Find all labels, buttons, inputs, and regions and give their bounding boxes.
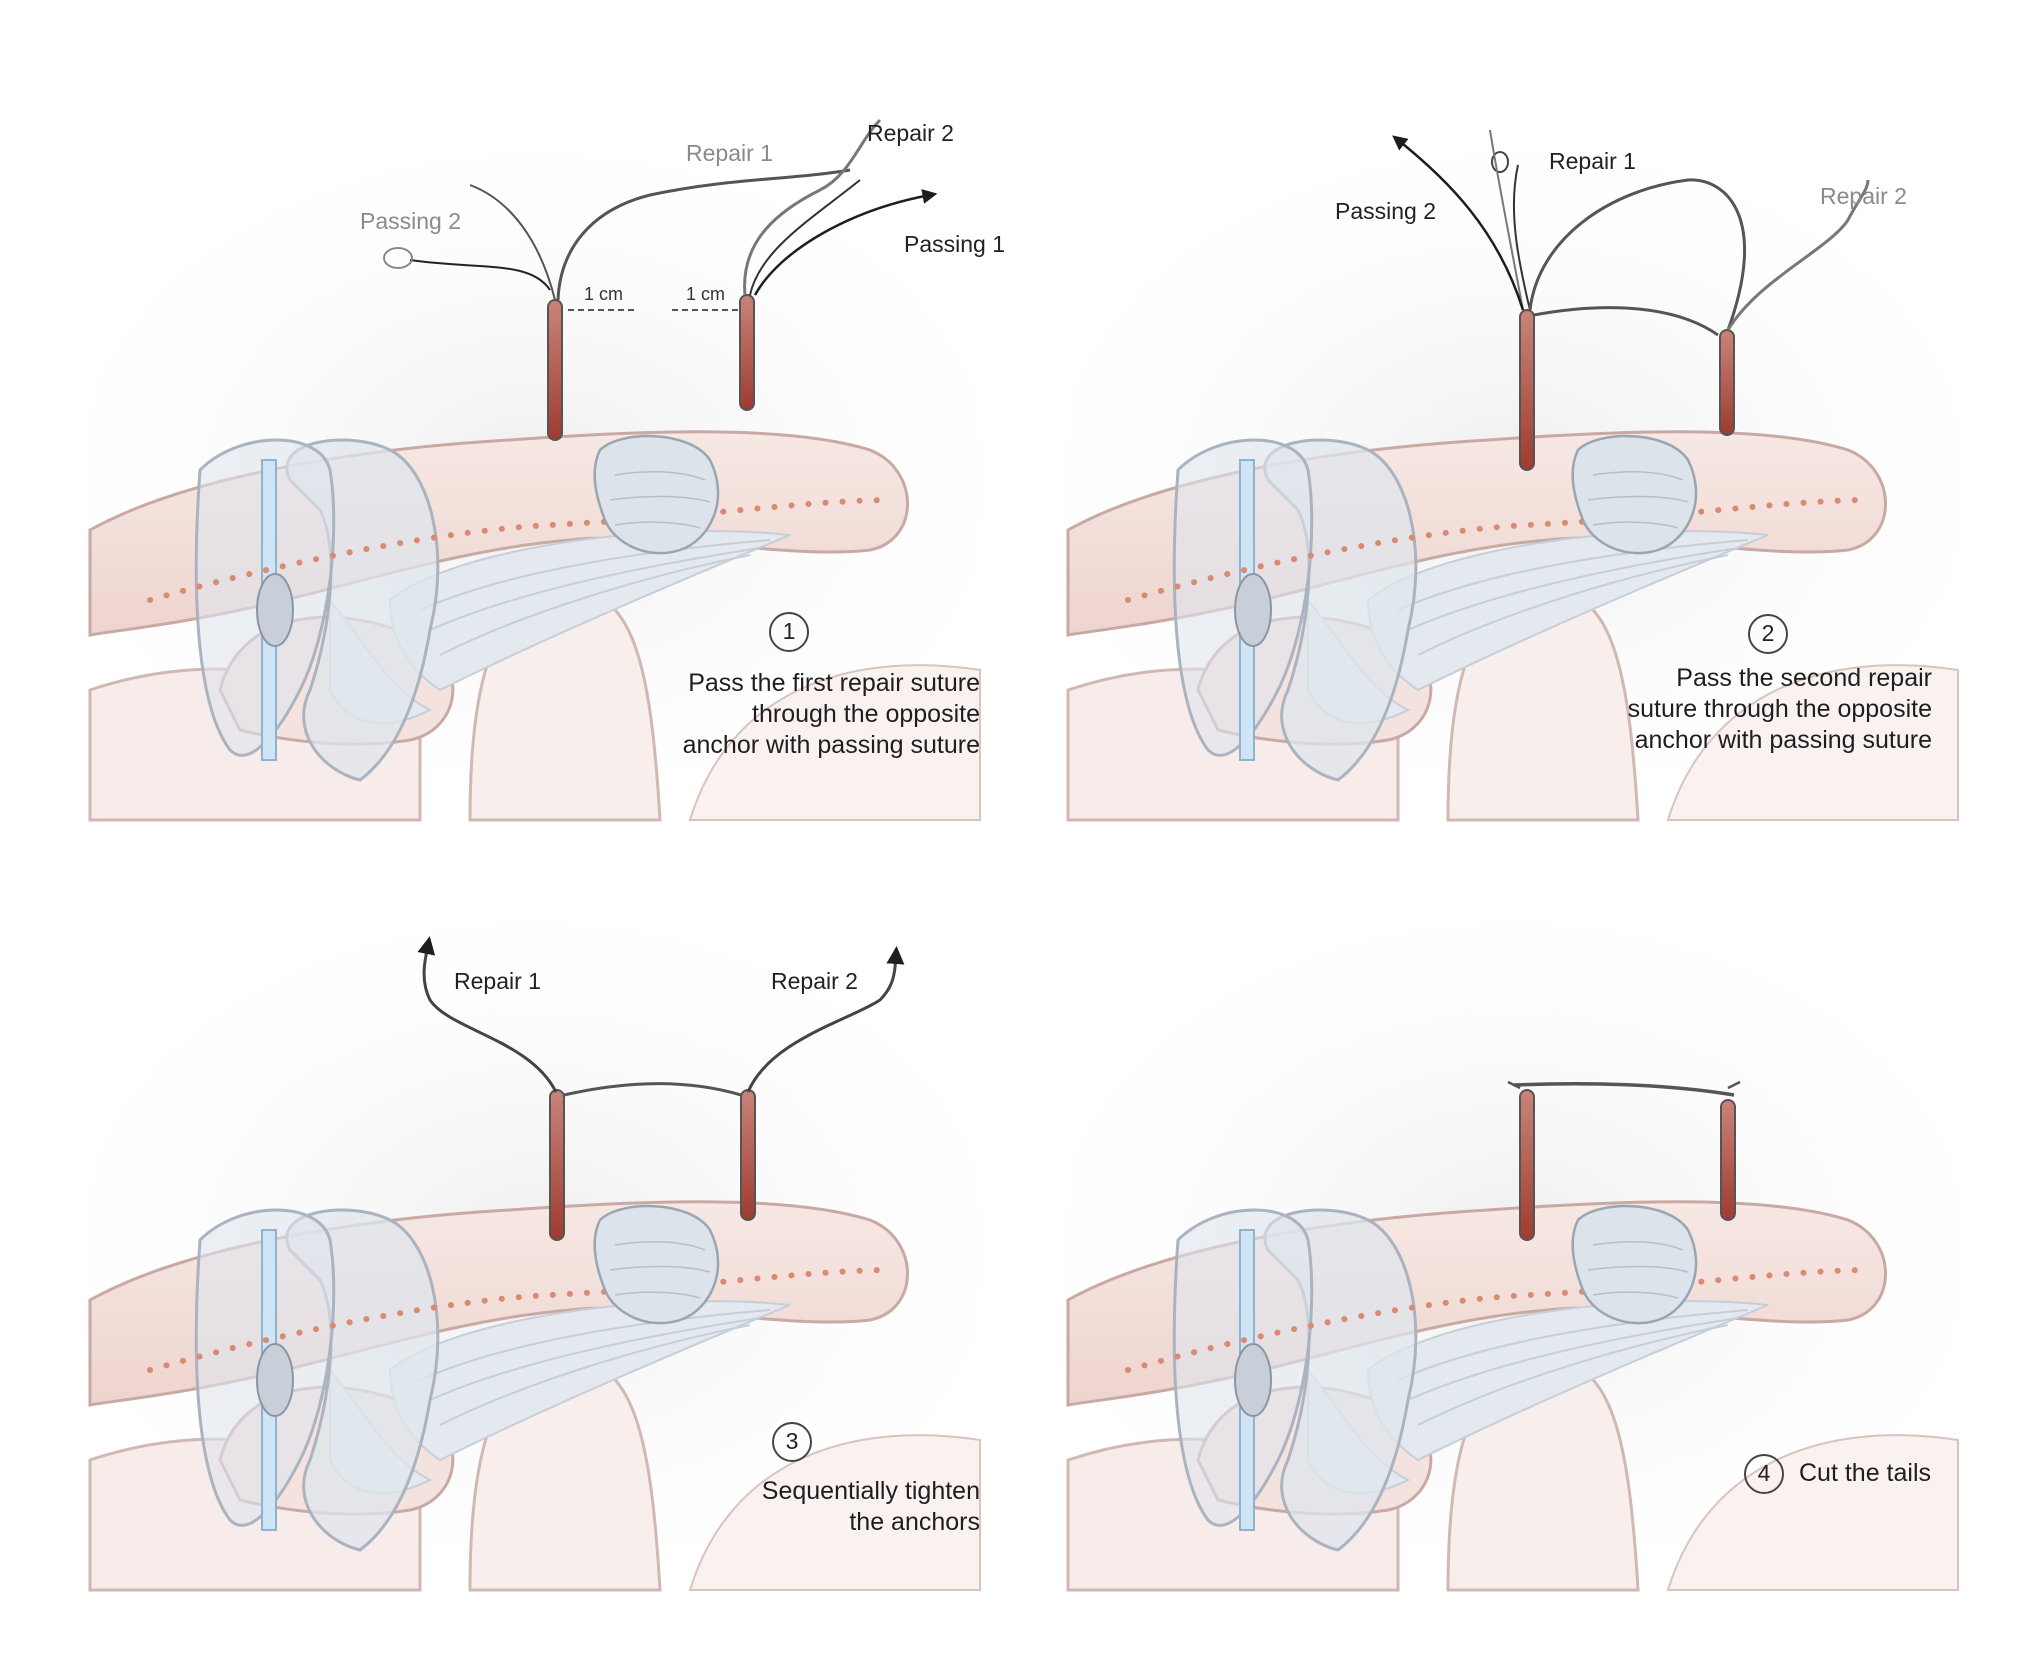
caption-line: anchor with passing suture [682, 731, 980, 759]
suture-thread [1507, 1080, 1741, 1090]
measure-left: 1 cm [584, 284, 624, 304]
suture-thread [1533, 306, 1719, 337]
suture-thread [409, 259, 551, 291]
caption-line: Sequentially tighten [761, 1477, 980, 1505]
caption-line: Pass the second repair [1676, 664, 1932, 692]
suture-thread [1513, 1081, 1735, 1097]
caption-step-4: Cut the tails [1799, 1458, 1931, 1489]
arrow-tip [1392, 135, 1525, 311]
anchor-implant [1519, 1089, 1535, 1241]
caption-line: Pass the first repair suture [688, 669, 980, 697]
caption-line: anchor with passing suture [1634, 726, 1932, 754]
suture-thread [1726, 179, 1870, 331]
anchor-implant [739, 294, 755, 411]
arrow-tip [746, 946, 905, 1093]
panel-4-drawing [1068, 870, 1958, 1570]
suture-thread [556, 168, 851, 301]
arrow-tip [753, 189, 938, 296]
panel-step-4: 4 Cut the tails [1068, 870, 1958, 1570]
suture-thread [1489, 129, 1524, 311]
anchor-implant [1719, 329, 1735, 436]
label-passing-2: Passing 2 [1335, 198, 1437, 224]
arrow-tip [417, 936, 558, 1093]
caption-line: the anchors [849, 1508, 980, 1536]
anchor-implant [547, 299, 563, 441]
caption-step-3: Sequentially tighten the anchors [762, 1476, 980, 1538]
anchor-implant [1720, 1099, 1736, 1221]
label-repair-1: Repair 1 [686, 140, 773, 166]
step-number-1: 1 [769, 612, 809, 652]
caption-step-2: Pass the second repair suture through th… [1628, 663, 1932, 756]
label-passing-2: Passing 2 [360, 208, 462, 234]
label-repair-1: Repair 1 [1549, 148, 1636, 174]
step-number-2: 2 [1748, 614, 1788, 654]
label-repair-2: Repair 2 [1820, 183, 1907, 209]
measure-right: 1 cm [686, 284, 726, 304]
anchor-implant [740, 1089, 756, 1221]
label-passing-1: Passing 1 [904, 231, 1006, 257]
panel-step-2: Repair 1 Repair 2 Passing 2 2 Pass the s… [1068, 100, 1958, 800]
label-repair-2: Repair 2 [771, 968, 858, 994]
step-number-3: 3 [772, 1422, 812, 1462]
panel-step-1: Repair 1 Repair 2 Passing 1 Passing 2 1 … [90, 100, 1005, 800]
graft-loop [1491, 151, 1509, 173]
suture-thread [1528, 178, 1746, 331]
suture-thread [469, 184, 556, 301]
suture-thread [563, 1082, 742, 1097]
caption-line: through the opposite [752, 700, 980, 728]
suture-thread [749, 179, 861, 296]
panel-1-drawing [90, 118, 980, 800]
panel-3-drawing [90, 870, 980, 1570]
label-repair-2: Repair 2 [867, 120, 954, 146]
anchor-implant [1519, 309, 1535, 471]
suture-thread [1512, 164, 1531, 311]
step-number-4: 4 [1744, 1454, 1784, 1494]
panel-2-drawing [1068, 100, 1958, 800]
label-repair-1: Repair 1 [454, 968, 541, 994]
caption-line: suture through the opposite [1627, 695, 1932, 723]
caption-line: Cut the tails [1799, 1459, 1932, 1487]
caption-step-1: Pass the first repair suture through the… [683, 668, 980, 761]
panel-step-3: Repair 1 Repair 2 3 Sequentially tighten… [90, 870, 980, 1570]
anchor-implant [549, 1089, 565, 1241]
graft-loop [383, 247, 413, 269]
suture-thread [743, 118, 882, 296]
